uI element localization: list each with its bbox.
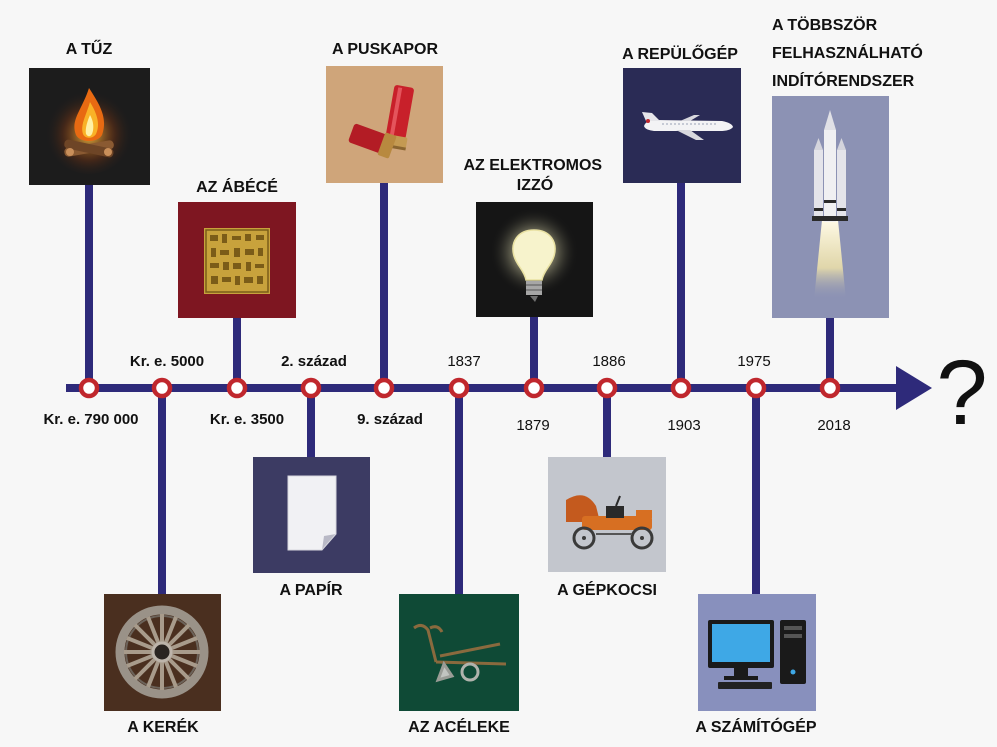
invention-title-gunpowder: A PUSKAPOR	[332, 41, 439, 58]
node-plane	[670, 377, 692, 399]
connectors	[85, 183, 834, 594]
node-computer	[745, 377, 767, 399]
date-wheel: Kr. e. 5000	[130, 353, 204, 370]
hieroglyph-tablet-icon	[204, 228, 270, 294]
date-fire: Kr. e. 790 000	[43, 411, 138, 428]
invention-title-plane: A REPÜLŐGÉP	[622, 44, 738, 63]
invention-rocket: A TÖBBSZÖR FELHASZNÁLHATÓ INDÍTÓRENDSZER	[772, 15, 927, 318]
wooden-wheel-icon	[115, 605, 209, 699]
invention-wheel: A KERÉK	[104, 594, 221, 736]
invention-title-bulb: AZ ELEKTROMOS IZZÓ	[463, 157, 606, 194]
invention-title-alphabet: AZ ÁBÉCÉ	[196, 177, 278, 196]
light-bulb-icon	[490, 208, 578, 302]
timeline-arrowhead	[896, 366, 932, 410]
desktop-computer-icon	[708, 620, 806, 689]
timeline-nodes	[78, 377, 841, 399]
node-gunpowder	[373, 377, 395, 399]
date-plane: 1903	[667, 417, 700, 434]
node-car	[596, 377, 618, 399]
future-question-mark: ?	[936, 342, 987, 444]
node-rocket	[819, 377, 841, 399]
vintage-car-icon	[566, 495, 654, 550]
airplane-icon	[642, 112, 733, 140]
date-paper: 2. század	[281, 353, 347, 370]
paper-sheet-icon	[287, 475, 337, 551]
invention-paper: A PAPÍR	[253, 457, 370, 599]
invention-title-paper: A PAPÍR	[279, 580, 343, 599]
plough-icon	[413, 623, 507, 683]
campfire-icon	[45, 86, 133, 174]
invention-gunpowder: A PUSKAPOR	[326, 41, 443, 183]
rocket-icon	[812, 110, 848, 300]
invention-computer: A SZÁMÍTÓGÉP	[695, 594, 817, 736]
date-alphabet: Kr. e. 3500	[210, 411, 284, 428]
invention-title-car: A GÉPKOCSI	[557, 580, 657, 599]
invention-title-plough: AZ ACÉLEKE	[408, 717, 510, 736]
node-paper	[300, 377, 322, 399]
node-fire	[78, 377, 100, 399]
invention-plane: A REPÜLŐGÉP	[622, 44, 741, 183]
invention-alphabet: AZ ÁBÉCÉ	[178, 177, 296, 318]
shotgun-shell-icon	[348, 85, 414, 159]
invention-car: A GÉPKOCSI	[548, 457, 666, 599]
date-plough: 1837	[447, 353, 480, 370]
invention-plough: AZ ACÉLEKE	[399, 594, 519, 736]
node-plough	[448, 377, 470, 399]
date-gunpowder: 9. század	[357, 411, 423, 428]
date-computer: 1975	[737, 353, 770, 370]
invention-bulb: AZ ELEKTROMOS IZZÓ	[463, 157, 606, 317]
date-car: 1886	[592, 353, 625, 370]
invention-title-wheel: A KERÉK	[127, 717, 199, 736]
invention-title-rocket: A TÖBBSZÖR FELHASZNÁLHATÓ INDÍTÓRENDSZER	[772, 15, 927, 90]
gunpowder-image-box	[326, 66, 443, 183]
invention-title-computer: A SZÁMÍTÓGÉP	[695, 717, 817, 736]
date-bulb: 1879	[516, 417, 549, 434]
node-alphabet	[226, 377, 248, 399]
date-rocket: 2018	[817, 417, 850, 434]
node-wheel	[151, 377, 173, 399]
node-bulb	[523, 377, 545, 399]
invention-title-fire: A TŰZ	[66, 39, 113, 58]
invention-fire: A TŰZ	[29, 39, 150, 185]
